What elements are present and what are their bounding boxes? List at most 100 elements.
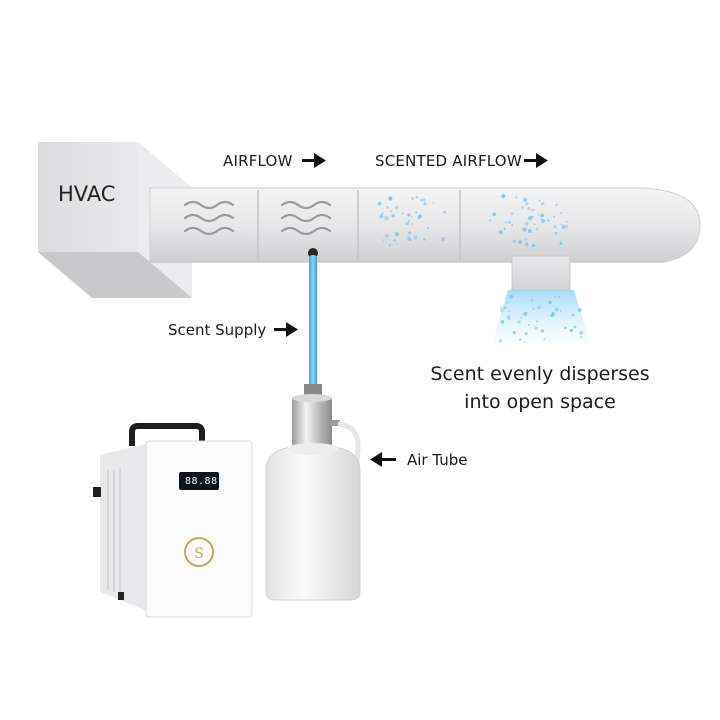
scent-particle <box>391 213 395 218</box>
scent-particle <box>531 243 536 248</box>
scent-particle <box>533 223 536 226</box>
scent-oil-bottle <box>265 443 361 601</box>
scent-particle <box>498 339 503 343</box>
scent-particle <box>503 227 506 231</box>
dispersion-caption: Scent evenly disperses into open space <box>420 360 660 416</box>
scent-particle <box>388 196 391 199</box>
arrow-right-icon <box>274 322 298 337</box>
scent-particle <box>405 221 410 226</box>
scent-particle <box>555 203 558 207</box>
air-tube <box>337 421 361 471</box>
scent-particle <box>540 329 545 333</box>
scent-particle <box>540 218 546 223</box>
scent-particle <box>548 300 552 305</box>
scent-particle <box>388 196 393 201</box>
scent-particle <box>413 235 418 240</box>
scent-particle <box>547 219 550 222</box>
scent-particle <box>423 202 427 206</box>
scent-particle <box>565 220 568 223</box>
wave-icon <box>183 200 235 236</box>
scent-particles <box>488 194 569 248</box>
scent-particle <box>504 221 508 224</box>
scent-particle <box>580 335 583 339</box>
scent-particle <box>527 323 531 327</box>
air-duct <box>149 187 701 263</box>
scent-particle <box>524 242 529 247</box>
scent-particle <box>520 205 524 209</box>
scent-particle <box>379 214 384 219</box>
scent-particle <box>578 330 584 335</box>
scent-particle <box>524 332 528 336</box>
scent-particle <box>408 220 410 223</box>
svg-text:S: S <box>194 546 204 562</box>
scent-particle <box>553 215 556 218</box>
scent-particle <box>417 217 421 220</box>
scent-particle <box>530 298 534 302</box>
scent-particle <box>386 205 389 209</box>
scent-particle <box>426 226 430 230</box>
scent-particle <box>407 213 411 217</box>
scent-supply-tube <box>308 248 318 387</box>
hvac-label: HVAC <box>58 182 116 206</box>
airflow-label: AIRFLOW <box>223 152 293 170</box>
scent-particle <box>569 328 573 333</box>
scent-particle <box>384 216 389 221</box>
scent-particle <box>523 197 528 202</box>
scent-particles <box>498 294 584 343</box>
scent-particle <box>506 315 511 319</box>
scent-particle <box>423 238 426 241</box>
scent-particle <box>441 237 445 241</box>
scent-particle <box>411 222 414 226</box>
scent-particle <box>432 201 435 204</box>
scent-particle <box>505 301 508 304</box>
scent-particle <box>559 242 563 245</box>
scent-particle <box>411 197 414 200</box>
scent-particle <box>381 212 384 215</box>
scent-particle <box>509 294 514 299</box>
scent-particle <box>554 295 556 298</box>
dispersion-caption-line2: into open space <box>464 391 616 413</box>
scent-particle <box>543 338 546 341</box>
atomizer-head <box>292 384 340 448</box>
scent-particle <box>559 309 562 312</box>
scent-particle <box>554 231 558 235</box>
air-tube-label: Air Tube <box>407 451 468 469</box>
scent-particle <box>518 240 523 244</box>
scent-particle <box>503 306 507 310</box>
scent-particle <box>382 239 385 242</box>
scent-supply-label: Scent Supply <box>168 321 267 339</box>
scent-particle <box>377 201 382 206</box>
scent-particle <box>559 211 563 215</box>
scent-particle <box>553 225 557 229</box>
scent-particle <box>540 213 545 218</box>
scent-particle <box>401 212 404 215</box>
scent-particle <box>408 231 411 235</box>
ceiling-diffuser <box>490 255 592 350</box>
scent-particle <box>524 237 528 241</box>
scented-airflow-label: SCENTED AIRFLOW <box>375 152 522 170</box>
scent-particle <box>523 340 526 343</box>
scent-particle <box>394 232 399 237</box>
scent-diffuser-machine: S <box>93 423 253 618</box>
scent-particle <box>551 312 556 317</box>
scent-particle <box>415 195 419 199</box>
arrow-right-icon <box>524 153 548 168</box>
scent-particle <box>518 338 522 341</box>
arrow-right-icon <box>302 153 326 168</box>
scent-particle <box>537 305 542 310</box>
scent-particle <box>443 210 447 214</box>
scent-particle <box>517 320 521 324</box>
scent-particle <box>395 242 398 245</box>
scent-particle <box>415 211 418 214</box>
scent-particle <box>558 295 561 298</box>
scent-particle <box>384 233 389 238</box>
arrow-left-icon <box>370 452 396 467</box>
scent-particle <box>492 212 496 215</box>
scent-particle <box>499 230 503 234</box>
scent-particle <box>501 194 506 199</box>
scent-particle <box>537 214 540 217</box>
scent-particle <box>573 325 577 329</box>
scent-particle <box>524 221 529 226</box>
dispersion-caption-line1: Scent evenly disperses <box>430 363 650 385</box>
scent-particle <box>390 210 392 213</box>
